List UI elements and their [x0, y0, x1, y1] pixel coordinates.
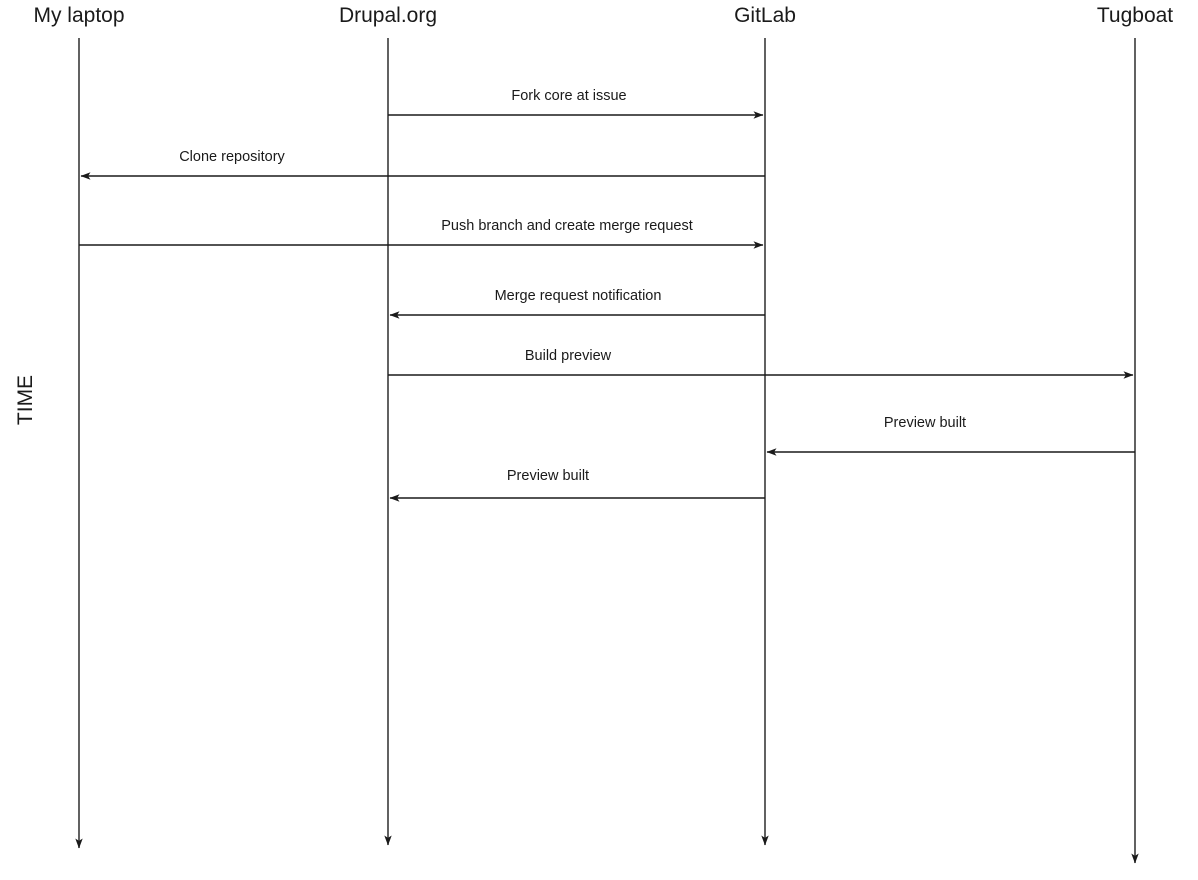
- message-4: Merge request notification: [389, 288, 765, 319]
- message-label-1: Fork core at issue: [511, 88, 626, 104]
- message-label-6: Preview built: [884, 415, 966, 431]
- message-label-7: Preview built: [507, 468, 589, 484]
- message-5: Build preview: [388, 348, 1134, 379]
- lifelines-group: [75, 38, 1139, 864]
- time-axis-group: TIME: [14, 375, 37, 425]
- message-7: Preview built: [389, 468, 765, 502]
- message-label-2: Clone repository: [179, 149, 285, 165]
- participant-label-drupal: Drupal.org: [339, 4, 437, 27]
- message-2: Clone repository: [80, 149, 765, 180]
- message-label-4: Merge request notification: [495, 288, 662, 304]
- message-label-5: Build preview: [525, 348, 612, 364]
- message-label-3: Push branch and create merge request: [441, 218, 692, 234]
- message-1: Fork core at issue: [388, 88, 764, 119]
- participant-label-tugboat: Tugboat: [1097, 4, 1173, 27]
- message-6: Preview built: [766, 415, 1135, 456]
- participant-headers-group: My laptop Drupal.org GitLab Tugboat: [33, 4, 1173, 27]
- participant-label-gitlab: GitLab: [734, 4, 796, 27]
- time-axis-label: TIME: [14, 375, 37, 425]
- participant-label-laptop: My laptop: [33, 4, 124, 27]
- message-3: Push branch and create merge request: [79, 218, 764, 249]
